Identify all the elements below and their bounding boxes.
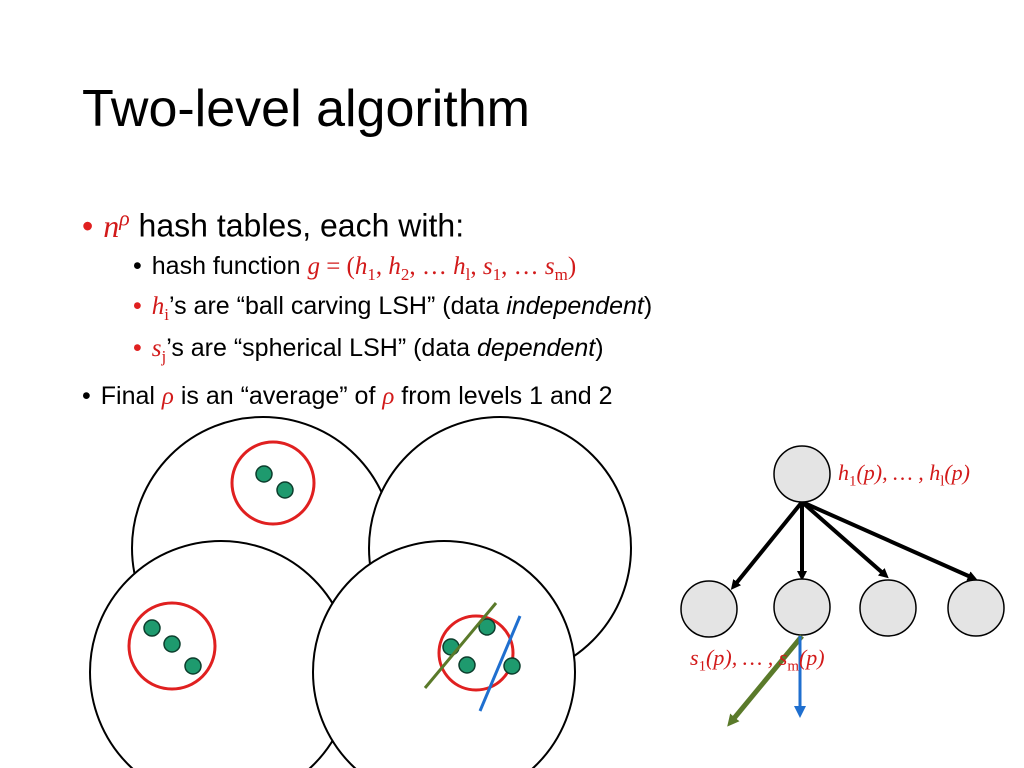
green-cut-line	[423, 602, 498, 689]
blue-cut-line	[478, 615, 522, 712]
data-point	[478, 618, 496, 636]
cluster-circle	[437, 614, 515, 692]
data-point	[276, 481, 294, 499]
green-arrow	[727, 634, 804, 727]
data-point	[503, 657, 521, 675]
hash-function-math: g = (h1, h2, … hl, s1, … sm)	[307, 253, 577, 284]
ball-carving-group	[89, 416, 632, 768]
tree-child-node	[680, 580, 738, 638]
data-point	[255, 465, 273, 483]
bullet-hash-function: •hash function g = (h1, h2, … hl, s1, … …	[133, 252, 577, 284]
large-ball	[312, 540, 576, 768]
bullet-dot: •	[133, 252, 142, 280]
n-rho-math: nρ	[103, 206, 130, 244]
tree-arrow	[730, 500, 804, 590]
data-point	[184, 657, 202, 675]
data-point	[442, 638, 460, 656]
tree-child-node	[859, 579, 917, 637]
bullet-dot: •	[133, 334, 142, 362]
bullet-final-rho: •Final ρ is an “average” of ρ from level…	[82, 382, 613, 410]
bullet-ball-carving: •hi’s are “ball carving LSH” (data indep…	[133, 292, 653, 324]
tree-root-node	[773, 445, 831, 503]
tree-arrow	[801, 500, 978, 581]
data-point	[458, 656, 476, 674]
hash-tree	[680, 445, 1005, 727]
bullet-dot: •	[133, 292, 142, 320]
cluster-circle	[230, 440, 316, 526]
tree-arrow	[800, 500, 889, 579]
bullet-dot: •	[82, 382, 91, 410]
bullet-spherical: •sj’s are “spherical LSH” (data dependen…	[133, 334, 604, 366]
bullet-hash-tables: •nρ hash tables, each with:	[82, 206, 465, 244]
root-hash-label: h1(p), … , hl(p)	[838, 460, 971, 490]
cluster-circle	[127, 601, 217, 691]
slide-title: Two-level algorithm	[82, 80, 530, 138]
data-point	[163, 635, 181, 653]
bullet-dot: •	[82, 207, 94, 244]
data-point	[143, 619, 161, 637]
child-hash-label: s1(p), … , sm(p)	[690, 645, 825, 675]
tree-child-node	[947, 579, 1005, 637]
tree-child-node	[773, 578, 831, 636]
